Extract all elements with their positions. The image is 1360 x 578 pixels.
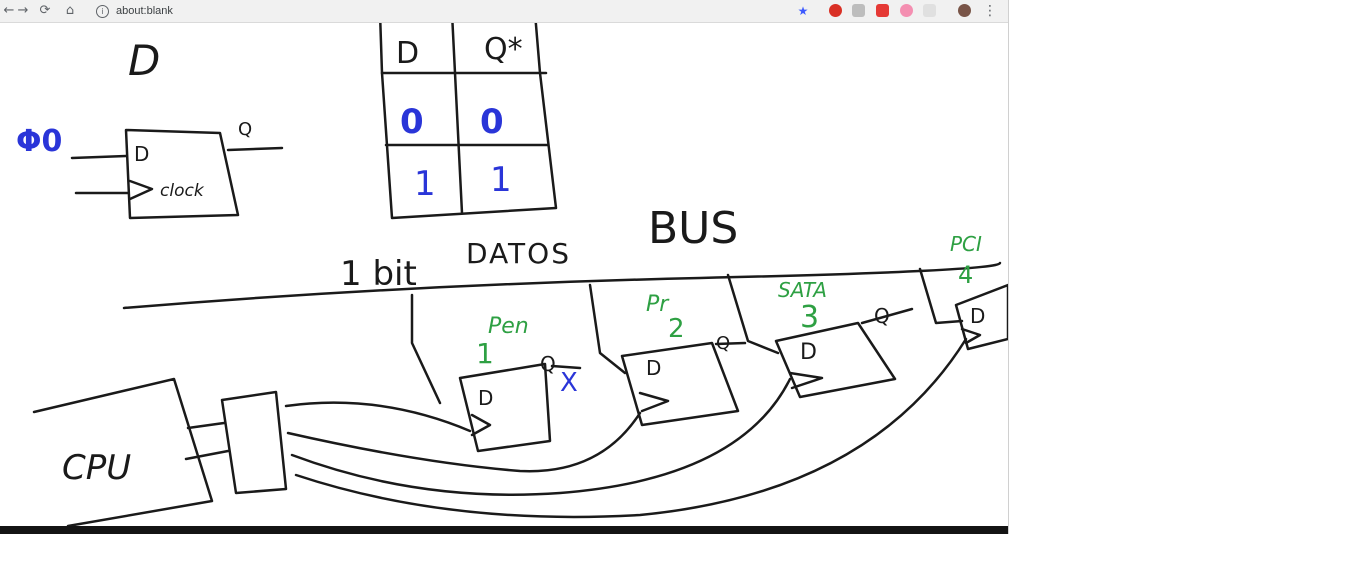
peripheral-3-clock — [788, 371, 824, 390]
extension-gray-icon[interactable] — [923, 4, 936, 17]
control-line-3 — [290, 377, 792, 496]
control-line-4 — [294, 337, 968, 519]
profile-avatar-icon[interactable] — [958, 4, 971, 17]
flipflop-box — [124, 128, 240, 220]
peripheral-2-clock — [638, 391, 670, 413]
address-bar[interactable]: i about:blank — [88, 2, 788, 20]
clock-triangle — [128, 179, 154, 201]
info-icon[interactable]: i — [96, 4, 109, 18]
truth-table-row2-q: 1 — [490, 160, 512, 200]
bus-drop-1 — [410, 293, 442, 405]
bus-drop-3 — [726, 273, 780, 355]
bookmark-star-icon[interactable]: ★ — [797, 4, 809, 18]
peripheral-1-q: Q — [540, 352, 556, 376]
bottom-bar — [0, 526, 1008, 534]
phi0-label: Φ0 — [16, 124, 62, 159]
url-text[interactable]: about:blank — [116, 5, 173, 17]
bus-drop-4 — [918, 267, 964, 325]
whiteboard-canvas[interactable]: D Φ0 D clock Q D Q* 0 0 1 1 BUS — [0, 11, 1008, 528]
peripheral-2-q-line — [714, 341, 747, 346]
control-line-2 — [286, 411, 642, 473]
peripheral-3-box — [774, 321, 897, 399]
truth-table — [378, 11, 558, 220]
cpu-link-lower — [184, 449, 230, 461]
peripheral-2-name: Pr — [646, 292, 670, 317]
peripheral-4-name: PCI — [950, 232, 982, 256]
truth-table-header-d: D — [396, 36, 419, 71]
bus-drop-2 — [588, 283, 627, 375]
peripheral-1-d: D — [478, 386, 493, 410]
cpu-box — [32, 377, 214, 528]
forward-button[interactable]: → — [17, 3, 29, 18]
truth-table-row1-q: 0 — [480, 102, 504, 142]
peripheral-1-number: 1 — [476, 337, 494, 370]
truth-table-row1-d: 0 — [400, 102, 424, 142]
browser-window: ← → ⟳ ⌂ i about:blank ★ ⋮ D Φ0 D clock Q — [0, 0, 1009, 534]
extension-tag-icon[interactable] — [852, 4, 865, 17]
whiteboard-drawing: D Φ0 D clock Q D Q* 0 0 1 1 BUS — [16, 11, 1008, 528]
control-line-1 — [284, 401, 472, 433]
ff-d-label: D — [134, 142, 149, 166]
peripheral-4-box — [954, 283, 1008, 351]
peripheral-3-number: 3 — [800, 300, 819, 335]
truth-table-header-q: Q* — [484, 32, 523, 67]
extension-pink-icon[interactable] — [900, 4, 913, 17]
menu-icon[interactable]: ⋮ — [983, 3, 997, 19]
cpu-link-upper — [186, 421, 226, 430]
peripheral-1-clock — [470, 413, 492, 437]
extension-red-icon[interactable] — [829, 4, 842, 17]
peripheral-3-q: Q — [874, 304, 890, 328]
d-input-line — [70, 154, 128, 160]
peripheral-4-number: 4 — [958, 261, 973, 289]
bus-label: BUS — [648, 203, 738, 254]
peripheral-4-d: D — [970, 304, 985, 328]
home-button[interactable]: ⌂ — [65, 3, 75, 18]
interface-box — [220, 390, 288, 495]
ff-q-label: Q — [238, 119, 252, 140]
peripheral-3-name: SATA — [778, 278, 827, 302]
bus-line — [122, 261, 1002, 310]
bus-type-label: DATOS — [466, 237, 571, 270]
peripheral-1-box — [458, 362, 552, 453]
browser-toolbar: ← → ⟳ ⌂ i about:blank ★ ⋮ — [0, 0, 1008, 23]
extension-video-icon[interactable] — [876, 4, 889, 17]
peripheral-1-name: Pen — [488, 314, 529, 339]
flipflop-title: D — [128, 36, 160, 85]
peripheral-1-q-line — [550, 364, 582, 370]
reload-button[interactable]: ⟳ — [39, 3, 51, 18]
peripheral-3-d: D — [800, 340, 817, 365]
back-button[interactable]: ← — [3, 3, 15, 18]
truth-table-row2-d: 1 — [414, 164, 436, 204]
peripheral-1-x-mark: X — [560, 368, 578, 398]
ff-clock-label: clock — [160, 181, 205, 201]
peripheral-2-number: 2 — [668, 314, 685, 344]
q-output-line — [226, 146, 284, 152]
peripheral-2-box — [620, 341, 740, 427]
peripheral-3-q-line — [860, 307, 914, 325]
bus-width-label: 1 bit — [340, 254, 417, 294]
peripheral-4-clock — [960, 327, 982, 345]
peripheral-2-d: D — [646, 356, 661, 380]
cpu-label: CPU — [62, 448, 131, 488]
